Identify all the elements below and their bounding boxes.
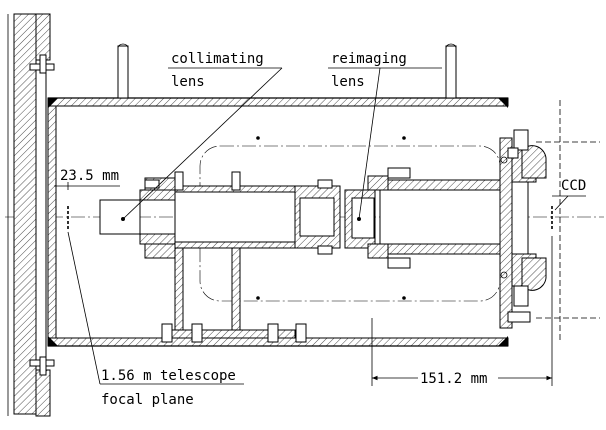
- left-flange: [7, 13, 55, 417]
- label-collimating: collimating: [171, 51, 264, 67]
- dimension-23-5: [54, 182, 120, 190]
- support-legs: [161, 247, 307, 343]
- label-ccd: CCD: [561, 178, 586, 194]
- label-dim-23-5: 23.5 mm: [60, 168, 119, 184]
- label-reimaging: reimaging: [331, 51, 407, 67]
- ccd-mount: [499, 100, 600, 340]
- label-reimaging-lens: lens: [331, 74, 365, 90]
- label-focal-plane-1: 1.56 m telescope: [101, 368, 236, 384]
- collimating-lens-barrel: [99, 171, 341, 259]
- label-dim-151-2: 151.2 mm: [420, 371, 487, 387]
- marker-dots: [256, 136, 406, 300]
- leader-lines: [67, 67, 586, 385]
- lifting-handles: [117, 43, 457, 99]
- label-focal-plane-2: focal plane: [101, 392, 194, 408]
- reimaging-lens-barrel: [344, 167, 501, 269]
- label-collimating-lens: lens: [171, 74, 205, 90]
